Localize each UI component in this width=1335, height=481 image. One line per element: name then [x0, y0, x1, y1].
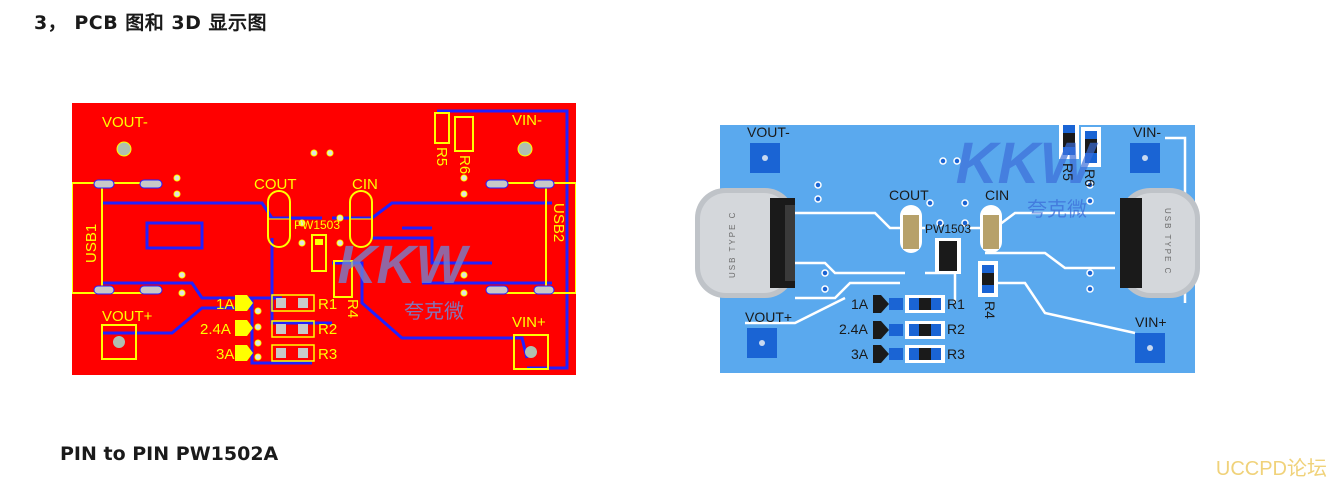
- vin-minus-label: VIN-: [512, 112, 542, 129]
- current-2-4a-label-3d: 2.4A: [839, 321, 868, 337]
- r2-label: R2: [318, 321, 337, 338]
- vout-minus-label-3d: VOUT-: [747, 124, 790, 140]
- kkw-logo-3d: KKW: [956, 131, 1099, 196]
- r6-label-3d: R6: [1082, 169, 1098, 187]
- r3-label: R3: [318, 346, 337, 363]
- vout-minus-label: VOUT-: [102, 114, 148, 131]
- r4-label: R4: [344, 299, 361, 318]
- cout-label: COUT: [254, 176, 297, 193]
- cin-label: CIN: [352, 176, 378, 193]
- r5-label: R5: [433, 147, 450, 166]
- pcb-3d-render: USB TYPE C USB TYPE C KKW: [695, 103, 1200, 375]
- r3-label-3d: R3: [947, 346, 965, 362]
- r6-label: R6: [456, 155, 473, 174]
- pcb-2d-layout: KKW 夸克微 VOUT- VIN- VOUT+ VIN+ COUT CIN P…: [71, 103, 577, 375]
- r1-label-3d: R1: [947, 296, 965, 312]
- usb1-label: USB1: [83, 224, 100, 263]
- r1-label: R1: [318, 296, 337, 313]
- forum-watermark: UCCPD论坛: [1215, 458, 1327, 480]
- chip-label: PW1503: [294, 218, 340, 232]
- current-1a-label-3d: 1A: [851, 296, 869, 312]
- kkw-logo-cn: 夸克微: [404, 300, 464, 323]
- r4-label-3d: R4: [982, 301, 998, 319]
- current-1a-label: 1A: [216, 296, 234, 313]
- vin-plus-label: VIN+: [512, 314, 546, 331]
- vout-plus-label: VOUT+: [102, 308, 153, 325]
- vin-minus-label-3d: VIN-: [1133, 124, 1161, 140]
- section-heading: 3， PCB 图和 3D 显示图: [34, 12, 268, 34]
- current-3a-label-3d: 3A: [851, 346, 869, 362]
- kkw-logo-cn-3d: 夸克微: [1027, 198, 1087, 221]
- current-2-4a-label: 2.4A: [200, 321, 231, 338]
- usb2-label: USB2: [550, 203, 567, 242]
- r2-label-3d: R2: [947, 321, 965, 337]
- vout-plus-label-3d: VOUT+: [745, 309, 792, 325]
- usb-left-label: USB TYPE C: [728, 211, 737, 278]
- r5-label-3d: R5: [1060, 163, 1076, 181]
- current-3a-label: 3A: [216, 346, 234, 363]
- usb-right-label: USB TYPE C: [1163, 208, 1172, 275]
- vin-plus-label-3d: VIN+: [1135, 314, 1167, 330]
- subheading: PIN to PIN PW1502A: [60, 443, 279, 465]
- cout-label-3d: COUT: [889, 187, 929, 203]
- chip-label-3d: PW1503: [925, 222, 971, 236]
- kkw-logo: KKW: [338, 235, 471, 295]
- cin-label-3d: CIN: [985, 187, 1009, 203]
